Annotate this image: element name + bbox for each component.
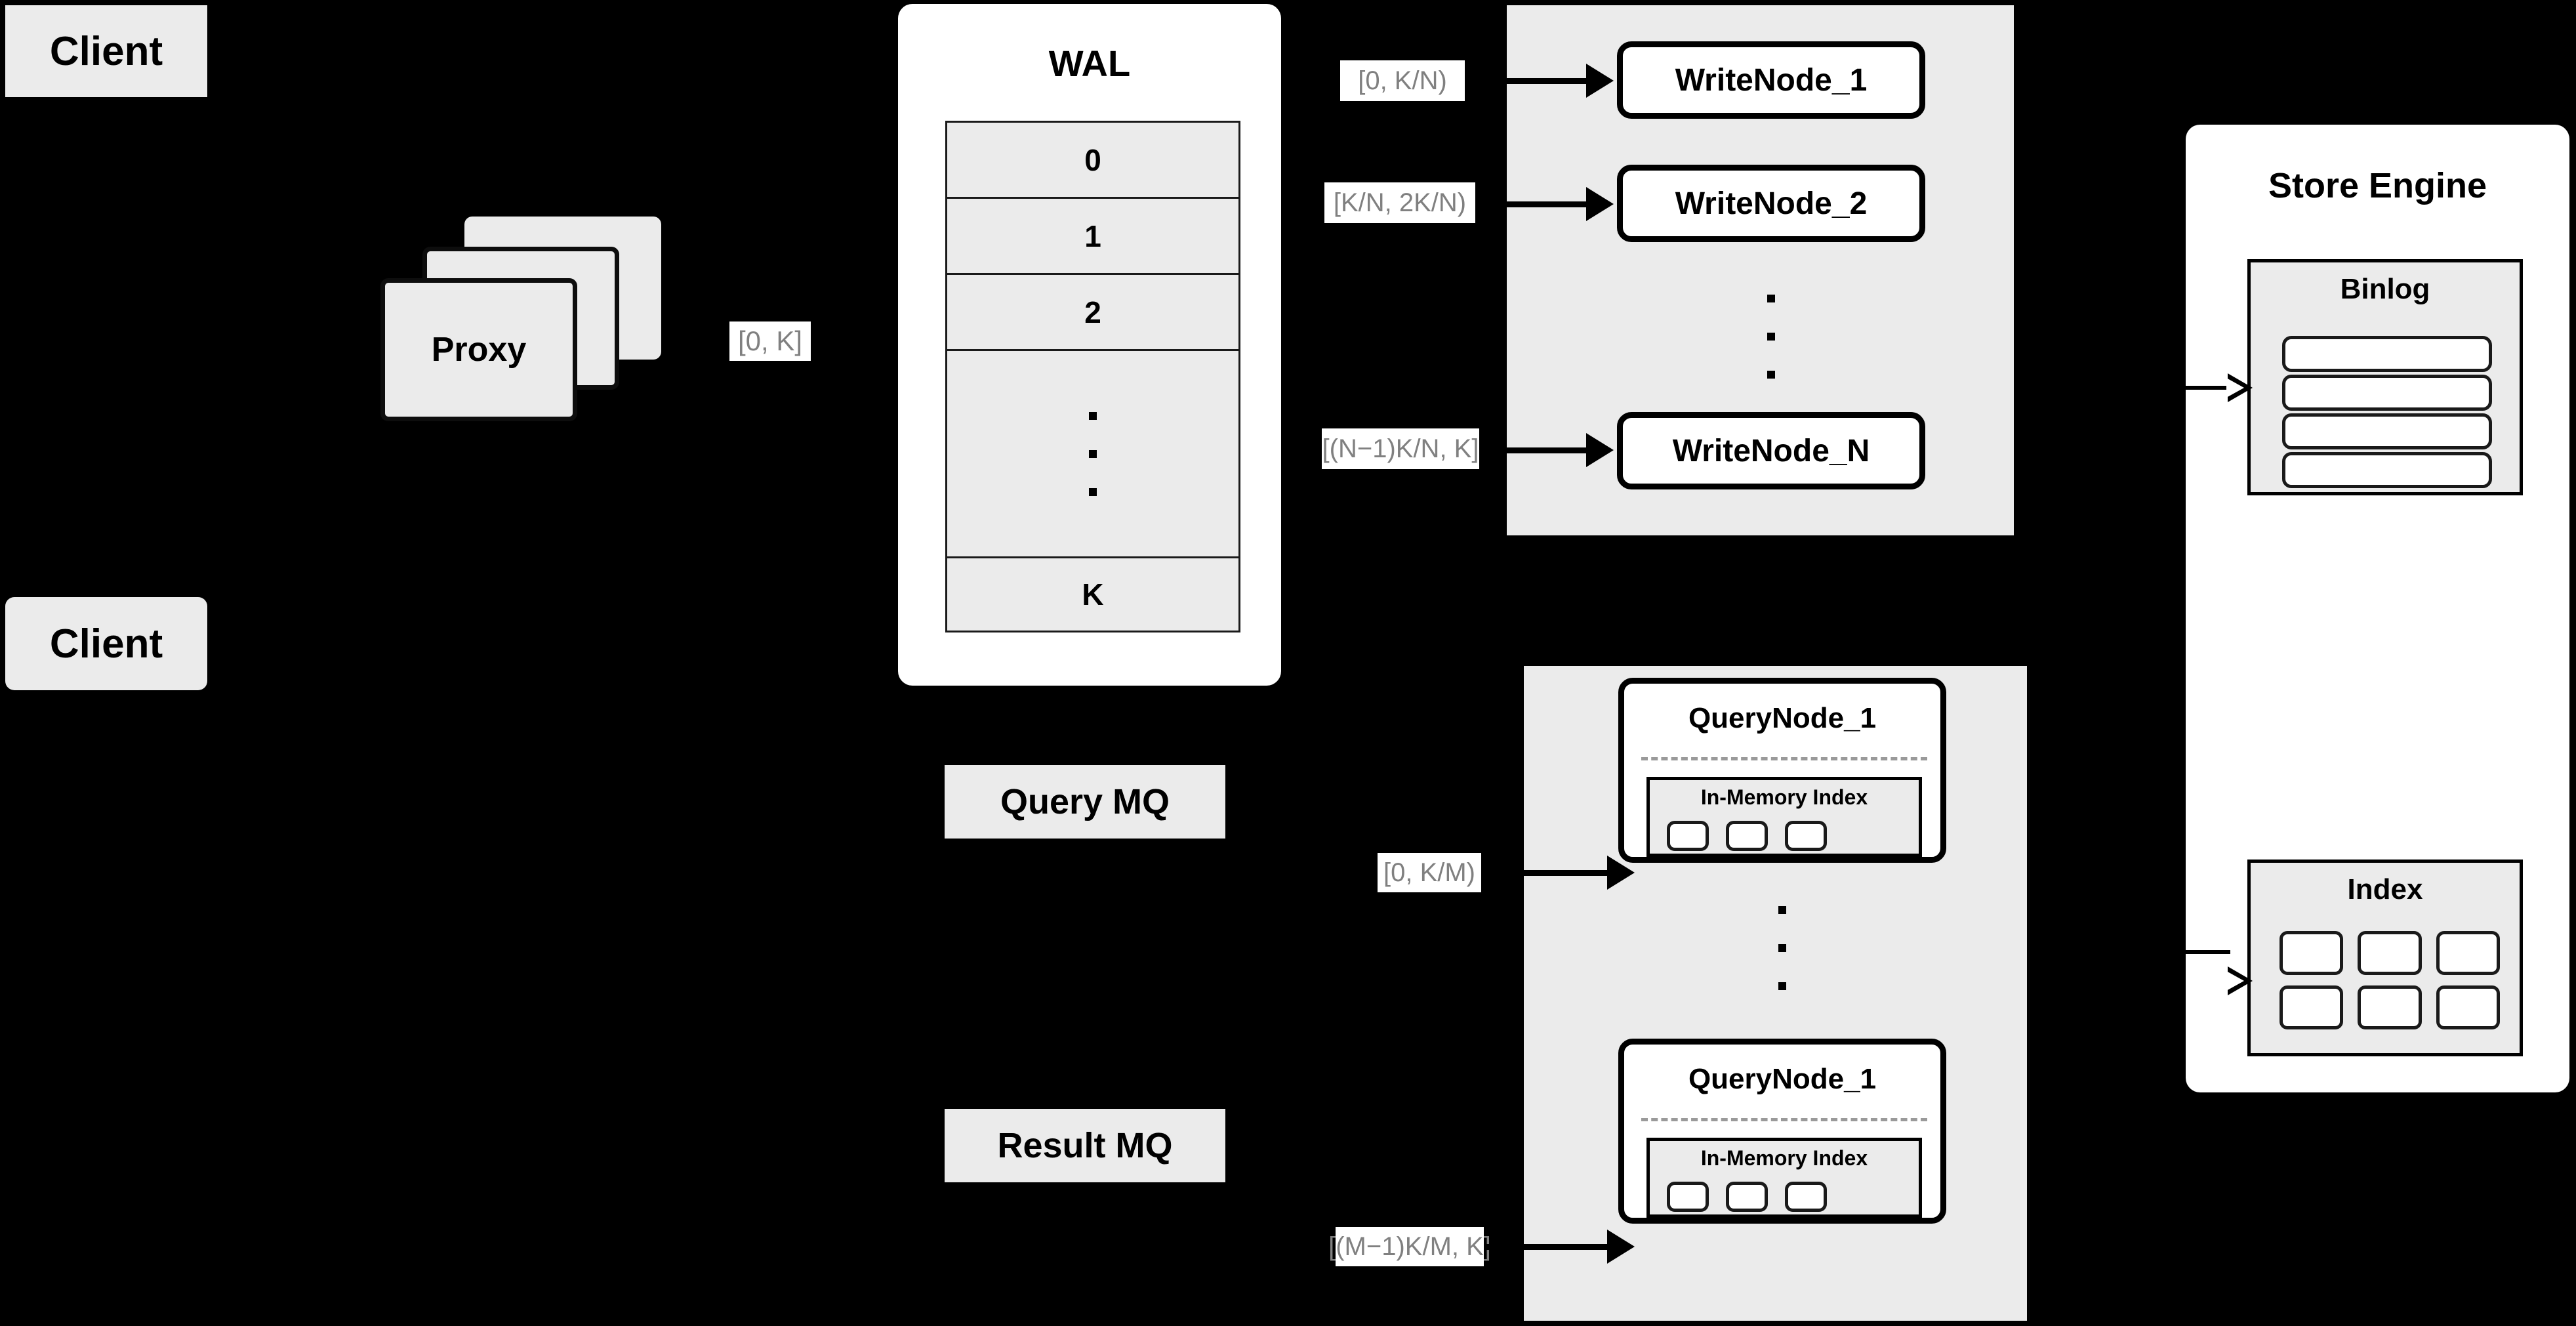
wal-table: 0 1 2 K	[945, 121, 1240, 632]
wal-row-ellipsis	[947, 351, 1238, 558]
write-node-1[interactable]: WriteNode_1	[1617, 41, 1925, 119]
query-node-group: QueryNode_1 In-Memory Index	[1524, 666, 2027, 1321]
arrow-to-query-node-2	[1484, 1244, 1608, 1250]
store-engine-title: Store Engine	[2268, 166, 2487, 205]
query-node-1-label: QueryNode_1	[1688, 702, 1877, 734]
write-node-1-range-label: [0, K/N)	[1340, 60, 1465, 101]
index-cell	[2358, 931, 2422, 975]
write-node-n[interactable]: WriteNode_N	[1617, 412, 1925, 489]
write-node-n-range-label: [(N−1)K/N, K]	[1322, 428, 1479, 469]
binlog-panel: Binlog	[2247, 259, 2523, 495]
ellipsis-dot	[1767, 295, 1775, 302]
in-memory-index-segments-1	[1667, 821, 1910, 851]
index-panel: Index	[2247, 860, 2523, 1056]
client-box-2[interactable]: Client	[5, 597, 207, 690]
wal-row-0: 0	[947, 123, 1238, 199]
binlog-entry	[2282, 413, 2492, 449]
query-node-2[interactable]: QueryNode_1 In-Memory Index	[1618, 1039, 1946, 1224]
client-box-1[interactable]: Client	[5, 5, 207, 97]
index-cell	[2436, 985, 2500, 1029]
query-node-1-in-memory-index: In-Memory Index	[1646, 777, 1922, 857]
proxy-card-front[interactable]: Proxy	[380, 278, 577, 421]
arrow-to-write-node-2	[1477, 201, 1587, 207]
client-label-1: Client	[49, 28, 163, 74]
index-title: Index	[2347, 873, 2423, 905]
client-label-2: Client	[49, 621, 163, 667]
wal-title: WAL	[1048, 43, 1131, 84]
ellipsis-dot	[1778, 906, 1786, 914]
write-node-2[interactable]: WriteNode_2	[1617, 165, 1925, 242]
query-mq-box[interactable]: Query MQ	[945, 765, 1225, 839]
arrow-to-write-node-n	[1480, 447, 1587, 453]
arrow-head-binlog	[2226, 373, 2253, 402]
result-mq-label: Result MQ	[997, 1126, 1173, 1165]
ellipsis-dot	[1778, 944, 1786, 952]
index-segment	[1667, 821, 1709, 851]
query-node-1[interactable]: QueryNode_1 In-Memory Index	[1618, 678, 1946, 863]
result-mq-box[interactable]: Result MQ	[945, 1109, 1225, 1182]
binlog-entry	[2282, 375, 2492, 411]
arrow-to-index	[2186, 950, 2230, 954]
index-cell	[2436, 931, 2500, 975]
arrow-head-write-node-2	[1586, 187, 1614, 221]
in-memory-index-title-2: In-Memory Index	[1700, 1146, 1868, 1170]
ellipsis-dot	[1089, 487, 1097, 496]
proxy-label: Proxy	[431, 331, 527, 369]
write-node-2-range-label: [K/N, 2K/N)	[1324, 182, 1475, 223]
in-memory-index-segments-2	[1667, 1182, 1910, 1212]
binlog-title: Binlog	[2340, 273, 2430, 305]
arrow-to-query-node-1	[1484, 870, 1608, 876]
query-node-2-label: QueryNode_1	[1688, 1063, 1877, 1095]
ellipsis-dot	[1767, 333, 1775, 341]
index-cells	[2280, 931, 2500, 1029]
index-segment	[1785, 1182, 1827, 1212]
wal-panel: WAL 0 1 2 K	[898, 4, 1281, 686]
ellipsis-dot	[1767, 371, 1775, 379]
arrow-head-query-node-1	[1607, 856, 1635, 890]
arrow-to-binlog	[2186, 386, 2230, 390]
query-mq-label: Query MQ	[1000, 782, 1170, 821]
write-node-group: WriteNode_1 WriteNode_2 WriteNode_N	[1507, 5, 2014, 535]
binlog-entry	[2282, 336, 2492, 372]
write-node-1-label: WriteNode_1	[1675, 62, 1868, 98]
binlog-entries	[2282, 336, 2492, 488]
wal-row-1: 1	[947, 199, 1238, 275]
ellipsis-dot	[1089, 449, 1097, 458]
index-cell	[2358, 985, 2422, 1029]
write-node-ellipsis	[1617, 271, 1925, 402]
query-node-2-in-memory-index: In-Memory Index	[1646, 1138, 1922, 1218]
proxy-stack[interactable]: Proxy	[380, 217, 663, 426]
arrow-head-write-node-1	[1586, 64, 1614, 98]
binlog-entry	[2282, 452, 2492, 488]
query-node-2-range-label: [(M−1)K/M, K]	[1328, 1227, 1491, 1266]
index-cell	[2280, 985, 2344, 1029]
index-cell	[2280, 931, 2344, 975]
in-memory-index-title-1: In-Memory Index	[1700, 785, 1868, 809]
index-segment	[1785, 821, 1827, 851]
arrow-head-query-node-2	[1607, 1230, 1635, 1264]
index-segment	[1726, 821, 1768, 851]
store-engine-panel: Store Engine Binlog Index	[2186, 125, 2569, 1092]
proxy-range-label: [0, K]	[729, 321, 811, 361]
write-node-2-label: WriteNode_2	[1675, 186, 1868, 221]
arrow-to-write-node-1	[1469, 78, 1587, 84]
arrow-head-write-node-n	[1586, 433, 1614, 467]
ellipsis-dot	[1089, 411, 1097, 420]
query-node-1-separator	[1641, 757, 1927, 760]
write-node-n-label: WriteNode_N	[1672, 433, 1870, 468]
wal-row-k: K	[947, 558, 1238, 631]
index-segment	[1667, 1182, 1709, 1212]
wal-row-2: 2	[947, 275, 1238, 351]
query-node-ellipsis	[1618, 882, 1946, 1014]
query-node-1-range-label: [0, K/M)	[1378, 853, 1481, 892]
query-node-2-separator	[1641, 1118, 1927, 1121]
index-segment	[1726, 1182, 1768, 1212]
ellipsis-dot	[1778, 982, 1786, 990]
arrow-head-index	[2226, 966, 2253, 995]
